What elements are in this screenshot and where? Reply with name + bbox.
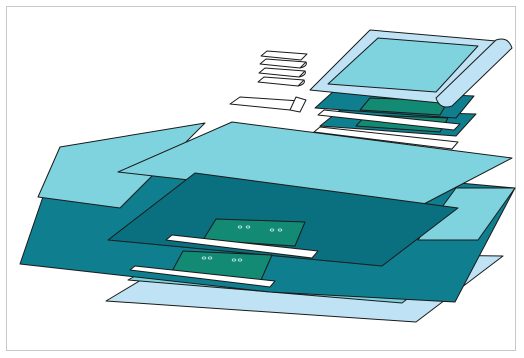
- right-wedge: [417, 187, 516, 241]
- left-wedge: [37, 122, 206, 209]
- small-panel-bottom-sheet: [313, 126, 459, 150]
- strip-lower: [129, 265, 276, 288]
- circuit-board-upper-holes: [237, 225, 283, 232]
- tab-stack: [257, 50, 308, 87]
- frame-border: [6, 6, 516, 351]
- circuit-board-upper: [202, 218, 306, 247]
- circuit-board-lower-holes: [201, 256, 243, 262]
- small-panel-white: [317, 109, 461, 131]
- strip-upper: [165, 234, 319, 259]
- folded-tab: [229, 96, 307, 113]
- rolled-cover-roll: [435, 38, 513, 108]
- rolled-cover-inner: [327, 37, 479, 93]
